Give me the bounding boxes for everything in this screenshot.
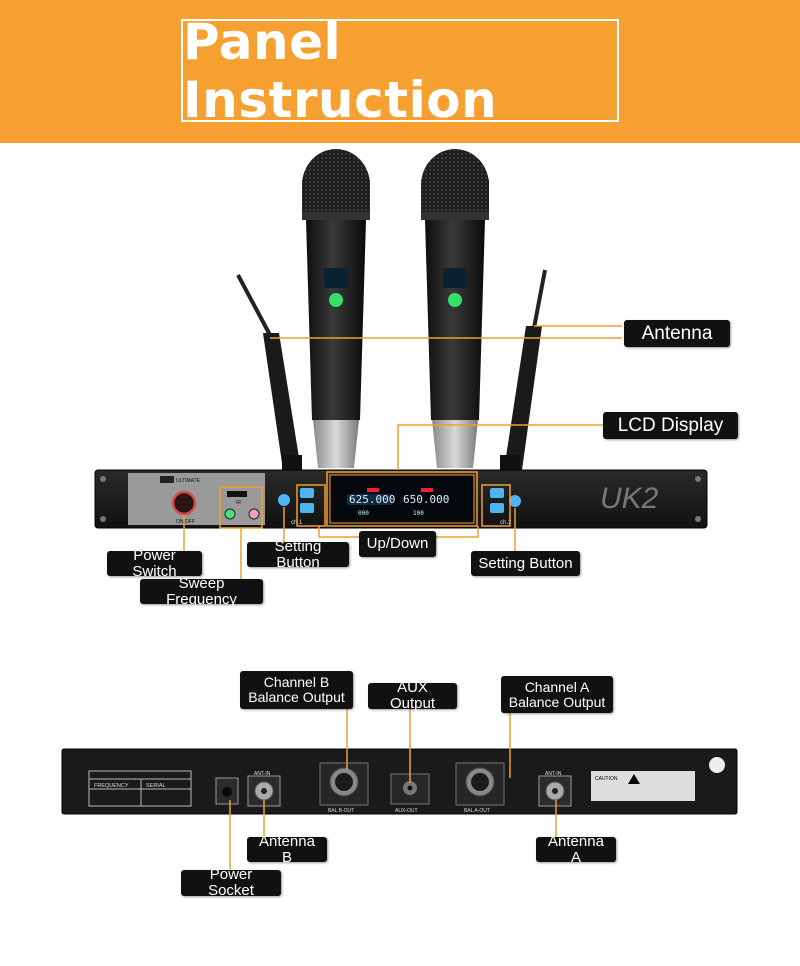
callout-antenna-b: Antenna B xyxy=(247,833,327,865)
callout-channel-a-line2: Balance Output xyxy=(508,693,606,710)
page-title: Panel Instruction xyxy=(183,12,498,129)
callout-channel-b-line2: Balance Output xyxy=(248,689,345,705)
callout-setting-button-left: Setting Button xyxy=(247,538,349,570)
svg-text:ULTIMATE: ULTIMATE xyxy=(176,478,201,484)
callout-channel-a-line1: Channel A xyxy=(524,678,590,695)
handheld-mic-1 xyxy=(302,149,370,468)
svg-text:625.000: 625.000 xyxy=(349,493,395,506)
svg-text:ch.2: ch.2 xyxy=(500,520,512,526)
svg-text:000: 000 xyxy=(358,510,369,517)
callout-sweep-frequency: Sweep Frequency xyxy=(140,575,263,607)
antenna-right xyxy=(500,269,547,473)
svg-text:FREQUENCY: FREQUENCY xyxy=(94,783,129,789)
antenna-left xyxy=(236,274,302,473)
svg-text:AUX-OUT: AUX-OUT xyxy=(395,808,418,814)
front-leader-lines xyxy=(183,325,622,580)
svg-text:BAL A-OUT: BAL A-OUT xyxy=(464,808,490,814)
callout-antenna: Antenna xyxy=(624,320,730,347)
svg-text:ANT-IN: ANT-IN xyxy=(254,771,271,777)
callout-setting-button-right: Setting Button xyxy=(471,551,580,576)
svg-text:SERIAL: SERIAL xyxy=(146,783,166,789)
callout-power-socket: Power Socket xyxy=(181,867,281,898)
callout-channel-b-balance-output: Channel B Balance Output xyxy=(240,671,353,709)
svg-text:ON/OFF: ON/OFF xyxy=(176,519,195,525)
svg-text:UK2: UK2 xyxy=(600,482,659,515)
callout-antenna-a: Antenna A xyxy=(536,833,616,865)
svg-text:100: 100 xyxy=(413,510,424,517)
svg-text:IR: IR xyxy=(236,500,241,506)
banner-frame: Panel Instruction xyxy=(181,13,619,129)
callout-aux-output: AUX Output xyxy=(368,680,457,711)
callout-up-down: Up/Down xyxy=(359,531,436,557)
svg-text:ANT-IN: ANT-IN xyxy=(545,771,562,777)
callout-channel-b-line1: Channel B xyxy=(263,674,330,691)
svg-text:CAUTION: CAUTION xyxy=(595,776,618,782)
rear-leader-lines xyxy=(229,709,557,869)
header-banner: Panel Instruction xyxy=(0,0,800,143)
callout-lcd-display: LCD Display xyxy=(603,412,738,439)
callout-channel-a-balance-output: Channel A Balance Output xyxy=(501,676,613,713)
receiver-rear-panel: FREQUENCY SERIAL ANT-IN BAL B-OUT AUX-OU… xyxy=(61,748,738,815)
handheld-mic-2 xyxy=(421,149,489,468)
callout-power-switch: Power Switch xyxy=(107,547,202,579)
svg-text:BAL B-OUT: BAL B-OUT xyxy=(328,808,354,814)
receiver-front-panel: ULTIMATE ON/OFF IR ch.1 625.000 650.000 … xyxy=(94,469,708,529)
svg-text:650.000: 650.000 xyxy=(403,493,449,506)
